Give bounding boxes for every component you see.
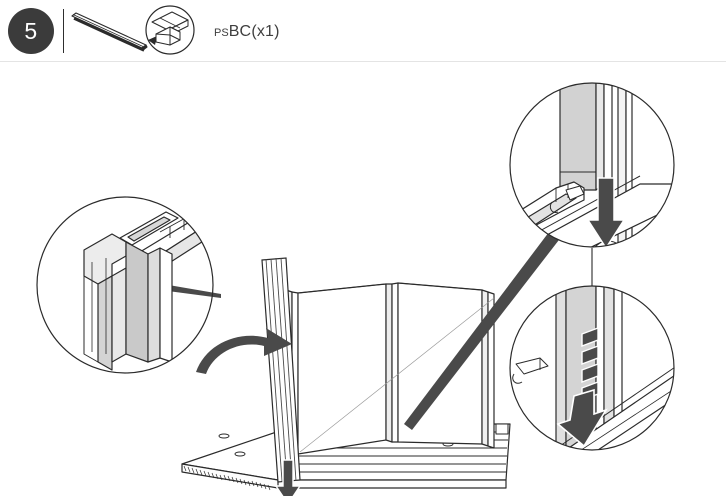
arrow-down-insert [586,177,626,247]
left-wall-panel [285,283,387,455]
part-label-prefix: PS [214,27,229,39]
part-label-qty: (x1) [251,23,280,40]
main-structure [181,282,511,491]
step-header: 5 [0,0,726,62]
arrow-right-insert [117,364,180,373]
motion-lines-left [60,384,98,418]
part-label: PSBC(x1) [214,23,280,41]
corner-post-being-installed [261,257,301,483]
header-rule [0,61,726,62]
corner-post-rail-part [71,12,148,52]
detail-bottom-right-post-slide-down [509,285,675,451]
detail-left-post-profile [36,196,214,418]
assembly-diagram [0,62,726,496]
detail-top-right-post-engagement [509,82,675,248]
part-thumbnail [71,5,195,55]
arrow-rotate-post-into-place [196,328,292,374]
assembly-illustration [36,82,675,496]
motion-lines-bottom-right [581,326,599,402]
step-number-badge: 5 [8,8,54,54]
arrow-down-slide [556,388,608,448]
leader-to-top-right-detail [404,228,562,430]
arrow-post-down-into-base [274,459,302,496]
part-cross-section-callout [145,5,195,55]
center-corner-post [385,282,399,443]
part-label-code: BC [228,23,252,40]
header-divider [63,9,64,53]
